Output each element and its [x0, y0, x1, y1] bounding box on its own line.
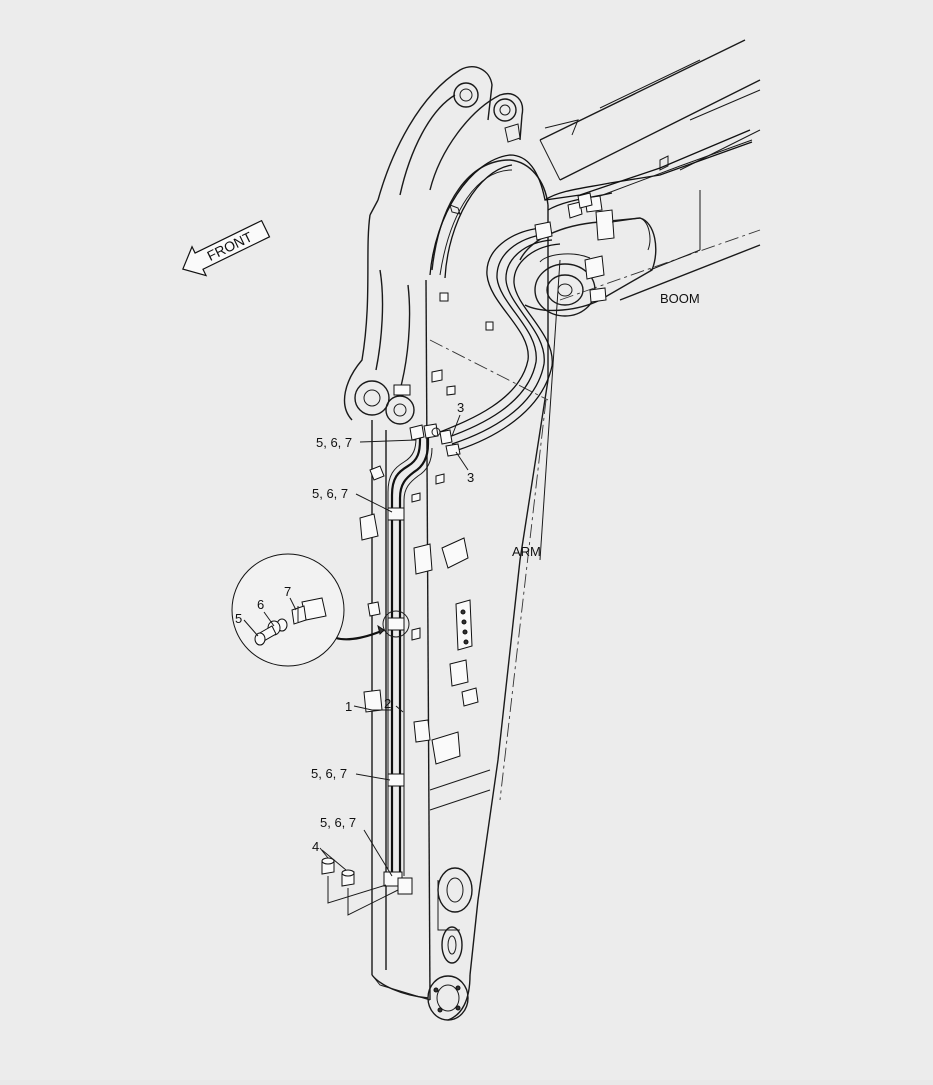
- detail-callout-6: 6: [257, 597, 264, 612]
- bolt-parts: [321, 857, 355, 887]
- upper-hose-lines: [429, 129, 753, 451]
- callout-3-upper: 3: [457, 400, 464, 415]
- callout-2: 2: [384, 696, 391, 711]
- callout-5-6-7-fourth: 5, 6, 7: [320, 815, 356, 830]
- leader-lines: [243, 414, 469, 916]
- boom-structure: [539, 39, 761, 301]
- arm-hose-lines: [335, 423, 461, 895]
- detail-callout-7: 7: [284, 584, 291, 599]
- arm-structure: [343, 66, 561, 1021]
- arm-label: ARM: [512, 544, 541, 559]
- detail-callout-5: 5: [235, 611, 242, 626]
- callout-3-lower: 3: [467, 470, 474, 485]
- front-label: FRONT: [204, 228, 255, 264]
- callout-4: 4: [312, 839, 319, 854]
- boom-pivot-assembly: [519, 195, 657, 317]
- callout-5-6-7-top: 5, 6, 7: [316, 435, 352, 450]
- callout-1: 1: [345, 699, 352, 714]
- clamp-detail-view: [231, 553, 345, 667]
- callout-5-6-7-third: 5, 6, 7: [311, 766, 347, 781]
- front-direction-arrow: FRONT: [182, 219, 271, 277]
- callout-5-6-7-second: 5, 6, 7: [312, 486, 348, 501]
- boom-label: BOOM: [660, 291, 700, 306]
